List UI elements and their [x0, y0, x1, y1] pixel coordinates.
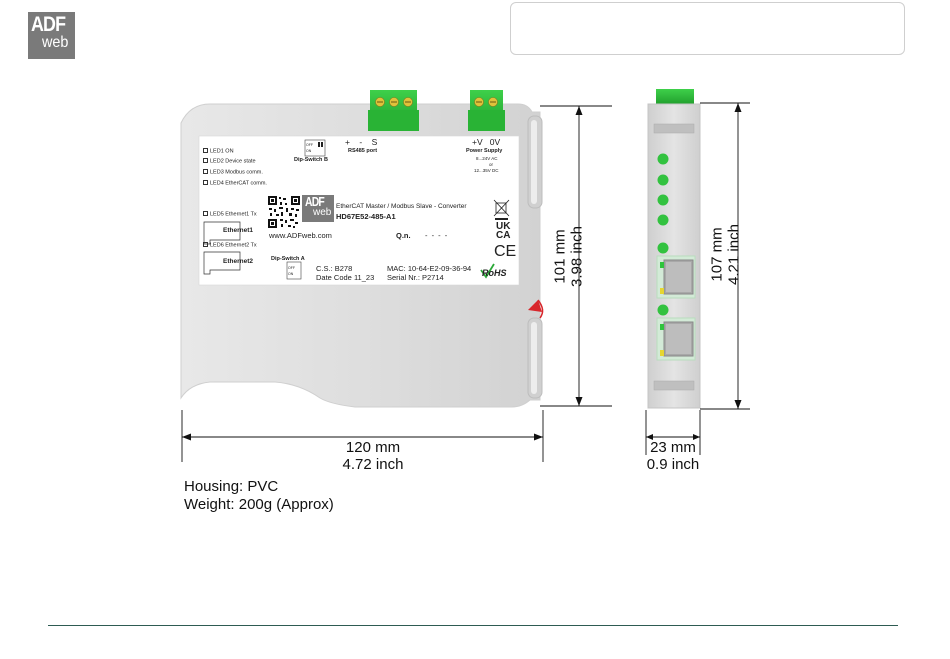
side-rail-top — [653, 123, 695, 134]
qn-value: - - - - — [425, 231, 449, 240]
dipswitch-b-label: Dip-Switch B — [294, 157, 328, 163]
label-brand-line2: web — [313, 207, 332, 218]
label-brand-line1: ADF — [305, 194, 325, 209]
footer-divider — [48, 625, 898, 626]
qr-code — [268, 196, 300, 228]
cs-code: C.S.: B278 — [316, 264, 353, 273]
front-rail-top-slot — [531, 120, 537, 204]
product-code: HD67E52-485-A1 — [336, 212, 396, 221]
ukca-mark-1: UK — [496, 221, 511, 232]
dim-depth-mm: 23 mm — [650, 439, 696, 456]
dip-a-off: OFF — [288, 266, 295, 270]
dim-depth-inch: 0.9 inch — [646, 456, 700, 473]
ethernet1-label: Ethernet1 — [223, 227, 253, 234]
ce-mark: CE — [494, 243, 517, 260]
header-box — [510, 2, 905, 55]
led3-label: LED3 Modbus comm. — [203, 169, 263, 176]
dim-side-height-mm: 107 mm — [708, 227, 726, 282]
ukca-mark-2: CA — [496, 230, 511, 241]
weight-spec: Weight: 200g (Approx) — [184, 496, 334, 513]
side-led-2 — [657, 174, 669, 186]
adfweb-logo: ADF web — [28, 12, 75, 59]
led1-label: LED1 ON — [203, 148, 234, 155]
power-spec1: 8...24V AC — [476, 156, 498, 161]
dim-width-inch: 4.72 inch — [342, 456, 404, 473]
specs-block: Housing: PVC Weight: 200g (Approx) — [184, 478, 334, 514]
rohs-check-icon — [480, 263, 495, 279]
side-led-3 — [657, 194, 669, 206]
rs485-label: RS485 port — [348, 148, 378, 154]
date-code: Date Code 11_23 — [316, 273, 375, 282]
power-spec2: or — [489, 162, 494, 167]
power-spec3: 12...35V DC — [474, 168, 499, 173]
side-led-5 — [657, 242, 669, 254]
dim-side-height-inch: 4.21 inch — [725, 224, 743, 285]
dip-b-on: ON — [306, 149, 312, 153]
front-rail-bottom-slot — [531, 322, 537, 394]
side-led-6 — [657, 304, 669, 316]
ethernet1-port-outline — [203, 221, 241, 245]
rs485-pins: + - S — [345, 137, 378, 147]
product-description: EtherCAT Master / Modbus Slave - Convert… — [336, 203, 467, 210]
label-brand-logo — [302, 195, 334, 222]
dim-width-mm: 120 mm — [345, 439, 401, 456]
weee-icon — [493, 199, 510, 220]
dipswitch-a-icon — [286, 261, 302, 280]
logo-line2: web — [42, 34, 69, 51]
led6-label: LED6 Ethernet2 Tx — [203, 242, 257, 249]
din-clip-red — [528, 300, 542, 312]
led5-label: LED5 Ethernet1 Tx — [203, 211, 257, 218]
rohs-mark: RoHS — [482, 268, 507, 278]
side-led-4 — [657, 214, 669, 226]
side-led-1 — [657, 153, 669, 165]
qn-label: Q.n. — [396, 231, 411, 240]
side-rail-bottom — [653, 380, 695, 391]
dim-front-height-inch: 3.98 inch — [568, 226, 586, 287]
dip-a-on: ON — [288, 272, 294, 276]
ethernet2-label: Ethernet2 — [223, 258, 253, 265]
side-green-terminal — [656, 89, 694, 106]
housing-spec: Housing: PVC — [184, 478, 279, 495]
ethernet2-port-outline — [203, 251, 241, 275]
serial-number: Serial Nr.: P2714 — [387, 273, 444, 282]
dip-b-off: OFF — [306, 143, 313, 147]
led4-label: LED4 EtherCAT comm. — [203, 180, 267, 187]
front-label — [198, 135, 520, 286]
website: www.ADFweb.com — [269, 231, 332, 240]
dim-front-height-mm: 101 mm — [551, 229, 569, 284]
mac-address: MAC: 10-64-E2-09-36-94 — [387, 264, 472, 273]
power-label: Power Supply — [466, 148, 503, 154]
logo-line1: ADF — [31, 13, 66, 36]
led2-label: LED2 Device state — [203, 158, 256, 165]
dipswitch-a-label: Dip-Switch A — [271, 256, 305, 262]
power-pins: +V 0V — [472, 137, 501, 147]
